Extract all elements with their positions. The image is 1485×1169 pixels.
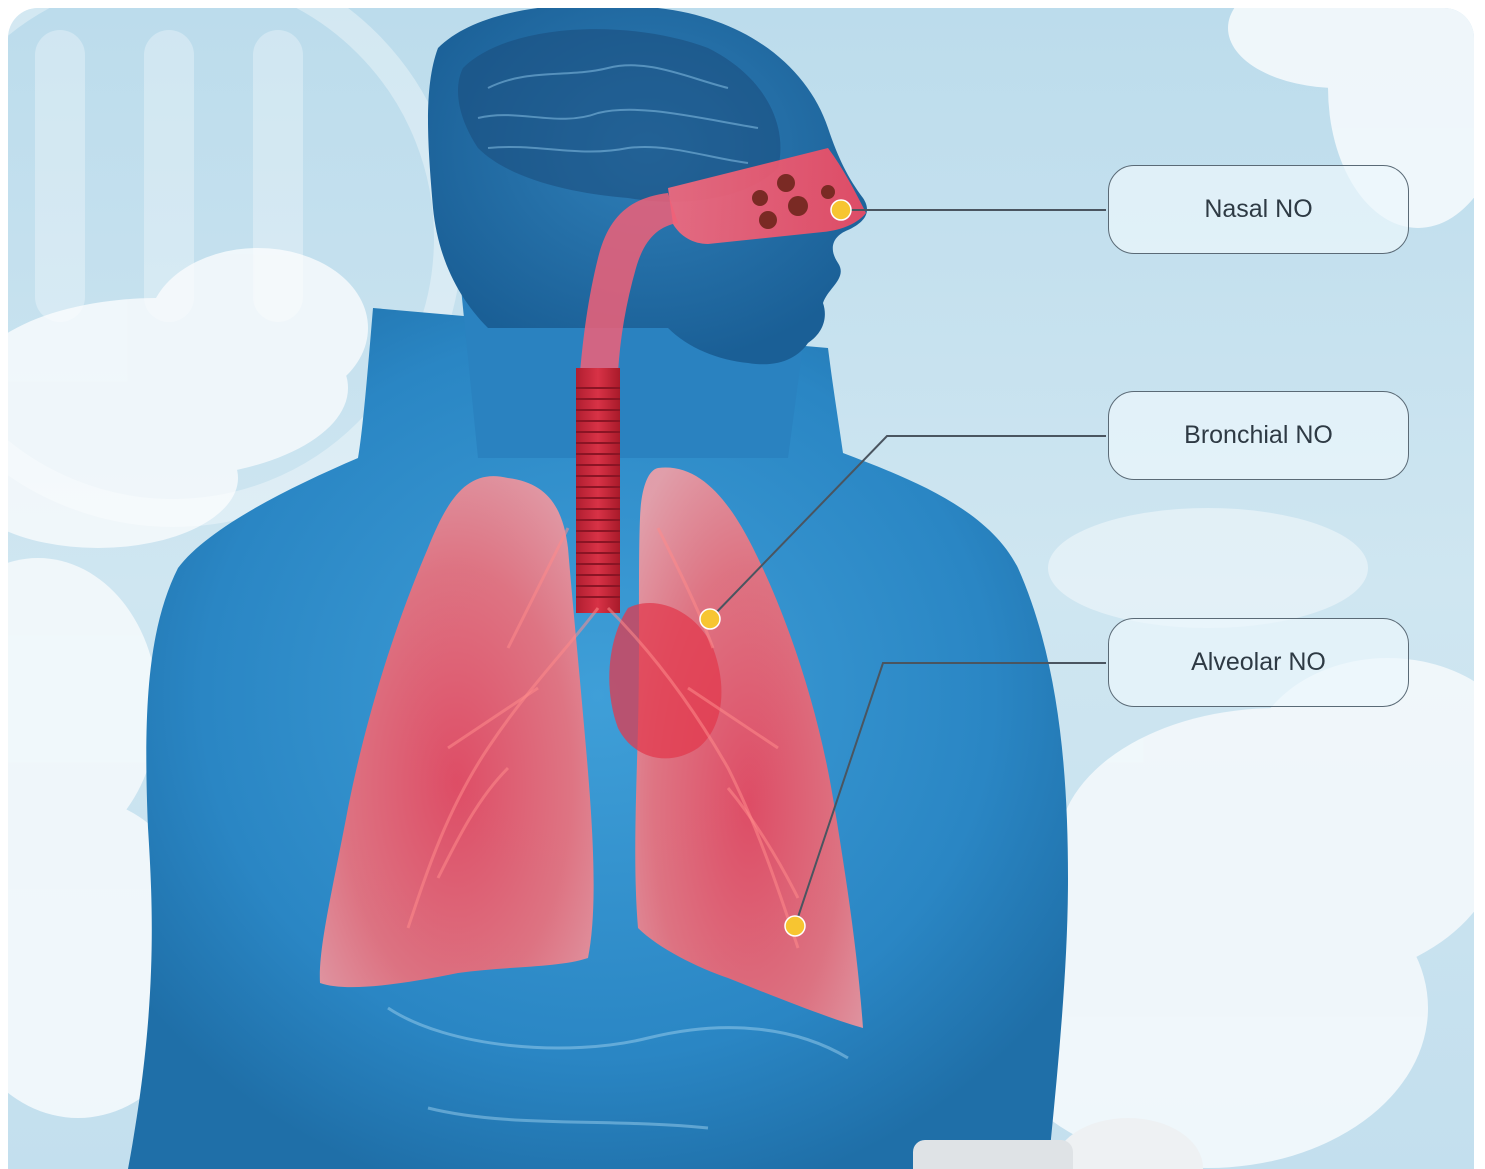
alveolar-marker bbox=[785, 916, 805, 936]
nasal-marker bbox=[831, 200, 851, 220]
bronchial-marker bbox=[700, 609, 720, 629]
callout-label: Bronchial NO bbox=[1184, 421, 1333, 450]
callout-bronchial-no: Bronchial NO bbox=[1108, 391, 1409, 480]
callout-nasal-no: Nasal NO bbox=[1108, 165, 1409, 254]
callout-label: Alveolar NO bbox=[1191, 648, 1326, 677]
callout-label: Nasal NO bbox=[1204, 195, 1312, 224]
illustration-panel: Nasal NO Bronchial NO Alveolar NO bbox=[8, 8, 1474, 1169]
decorative-bars bbox=[35, 30, 303, 322]
trachea bbox=[576, 368, 620, 613]
callout-alveolar-no: Alveolar NO bbox=[1108, 618, 1409, 707]
